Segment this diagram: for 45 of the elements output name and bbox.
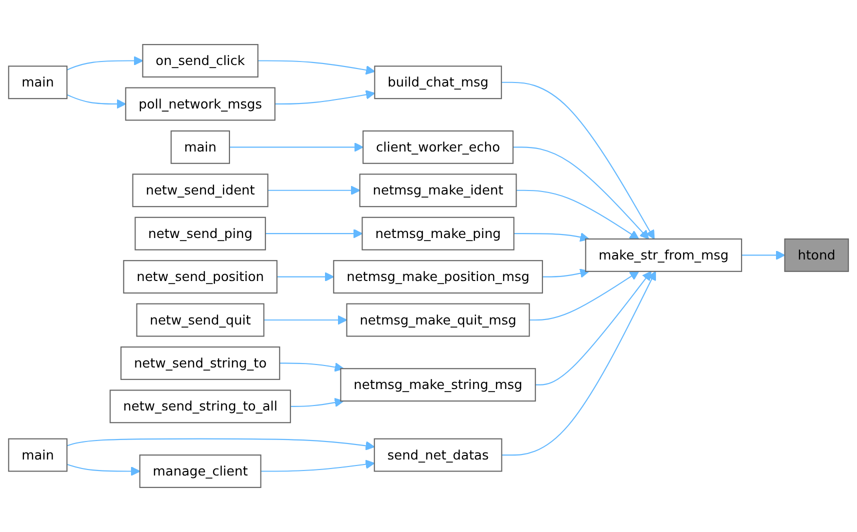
node-box: netw_send_quit — [136, 303, 264, 337]
node-box: main — [170, 130, 230, 164]
arrow — [513, 146, 650, 240]
arrow — [66, 94, 126, 109]
arrow — [268, 186, 360, 196]
arrow — [280, 362, 344, 372]
arrow — [264, 315, 348, 325]
arrow — [260, 460, 375, 472]
arrow — [502, 270, 656, 456]
arrow — [274, 90, 376, 104]
arrow — [742, 250, 786, 260]
node-box: netmsg_make_ident — [359, 174, 517, 208]
arrow — [276, 272, 334, 282]
arrow — [66, 438, 375, 450]
node-box: manage_client — [139, 454, 262, 488]
node-box: netmsg_make_position_msg — [333, 260, 543, 294]
node-box: build_chat_msg — [374, 66, 502, 100]
node-box: on_send_click — [142, 44, 258, 78]
arrow — [516, 190, 640, 240]
node-box: main — [8, 66, 68, 100]
arrow — [501, 82, 655, 240]
node-box: make_str_from_msg — [585, 238, 742, 272]
arrow — [529, 270, 640, 321]
node-box: poll_network_msgs — [125, 87, 276, 121]
node-box: netw_send_position — [123, 260, 278, 294]
node-box: netmsg_make_ping — [362, 216, 514, 250]
node-box: netw_send_string_to_all — [110, 390, 291, 424]
node-box: netw_send_ident — [132, 174, 268, 208]
node-box: netw_send_string_to — [120, 346, 280, 380]
arrow — [229, 142, 364, 152]
node-box: main — [8, 438, 68, 472]
node-box: send_net_datas — [374, 438, 502, 472]
node-box: netmsg_make_quit_msg — [346, 303, 530, 337]
arrow — [290, 398, 344, 408]
node-box: htond — [784, 238, 849, 272]
arrow — [535, 270, 652, 386]
arrow — [258, 60, 376, 75]
node-box: netmsg_make_string_msg — [340, 368, 536, 402]
arrow — [514, 232, 590, 242]
arrow — [66, 464, 140, 476]
node-box: netw_send_ping — [134, 216, 266, 250]
arrow — [542, 268, 590, 278]
node-box: client_worker_echo — [362, 130, 514, 164]
arrow — [265, 228, 363, 238]
arrow — [66, 56, 144, 70]
